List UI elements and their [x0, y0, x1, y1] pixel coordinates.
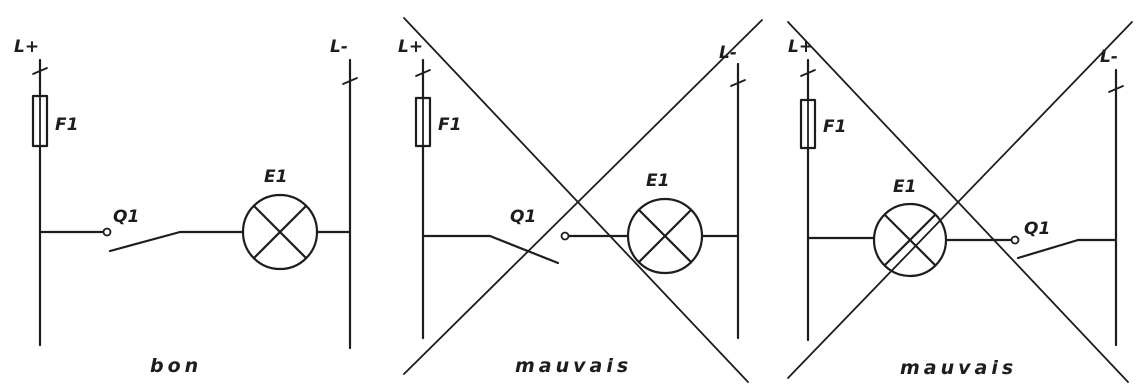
panel-bad-1-switch-pivot [560, 231, 570, 241]
panel-good-switch-pivot [102, 227, 112, 237]
panel-bad-2-l-plus-label: L+ [788, 37, 813, 57]
panel-bad-2-l-minus-label: L- [1100, 47, 1118, 67]
panel-bad-2-switch-blade [1016, 238, 1080, 260]
panel-bad-2-caption: mauvais [900, 357, 1017, 379]
panel-bad-1-negative-terminal-mark [730, 79, 746, 87]
panel-bad-1-lamp-label: E1 [646, 171, 669, 191]
panel-good-l-minus-label: L- [330, 37, 348, 57]
panel-good-lamp-label: E1 [264, 167, 287, 187]
panel-bad-1-cross-out-line-a [403, 17, 749, 383]
panel-good-positive-terminal-mark [32, 67, 48, 75]
panel-good-l-plus-label: L+ [14, 37, 39, 57]
panel-bad-2-positive-terminal-mark [800, 69, 816, 77]
panel-bad-1-cross-out-line-b [403, 19, 763, 375]
panel-bad-2-lamp-label: E1 [893, 177, 916, 197]
panel-bad-1-positive-terminal-mark [415, 69, 431, 77]
panel-good-negative-terminal-mark [342, 77, 358, 85]
panel-good: L+ L- F1 Q1 E1 bon [14, 37, 358, 377]
panel-bad-1: L+ L- F1 Q1 E1 mauvais [398, 17, 763, 383]
panel-good-lamp-cross-b [252, 204, 308, 260]
panel-bad-1-switch-label: Q1 [510, 207, 536, 227]
panel-bad-2: L+ L- F1 E1 Q1 mauvais [787, 21, 1133, 383]
panel-bad-2-negative-terminal-mark [1108, 85, 1124, 93]
panel-bad-2-switch-label: Q1 [1024, 219, 1050, 239]
panel-bad-1-l-plus-label: L+ [398, 37, 423, 57]
panel-bad-2-cross-out-line-b [787, 21, 1133, 379]
panel-bad-1-caption: mauvais [515, 355, 632, 377]
panel-bad-2-lamp-cross-b [883, 213, 937, 267]
panel-bad-1-switch-blade [488, 234, 560, 265]
panel-good-fuse-label: F1 [55, 115, 78, 135]
panel-bad-1-fuse-label: F1 [438, 115, 461, 135]
panel-good-caption: bon [150, 355, 202, 377]
panel-bad-1-lamp-cross-b [637, 208, 693, 264]
panel-bad-2-fuse-label: F1 [823, 117, 846, 137]
panel-bad-2-switch-pivot [1010, 235, 1020, 245]
panel-good-switch-label: Q1 [113, 207, 139, 227]
panel-good-switch-blade [108, 230, 182, 253]
